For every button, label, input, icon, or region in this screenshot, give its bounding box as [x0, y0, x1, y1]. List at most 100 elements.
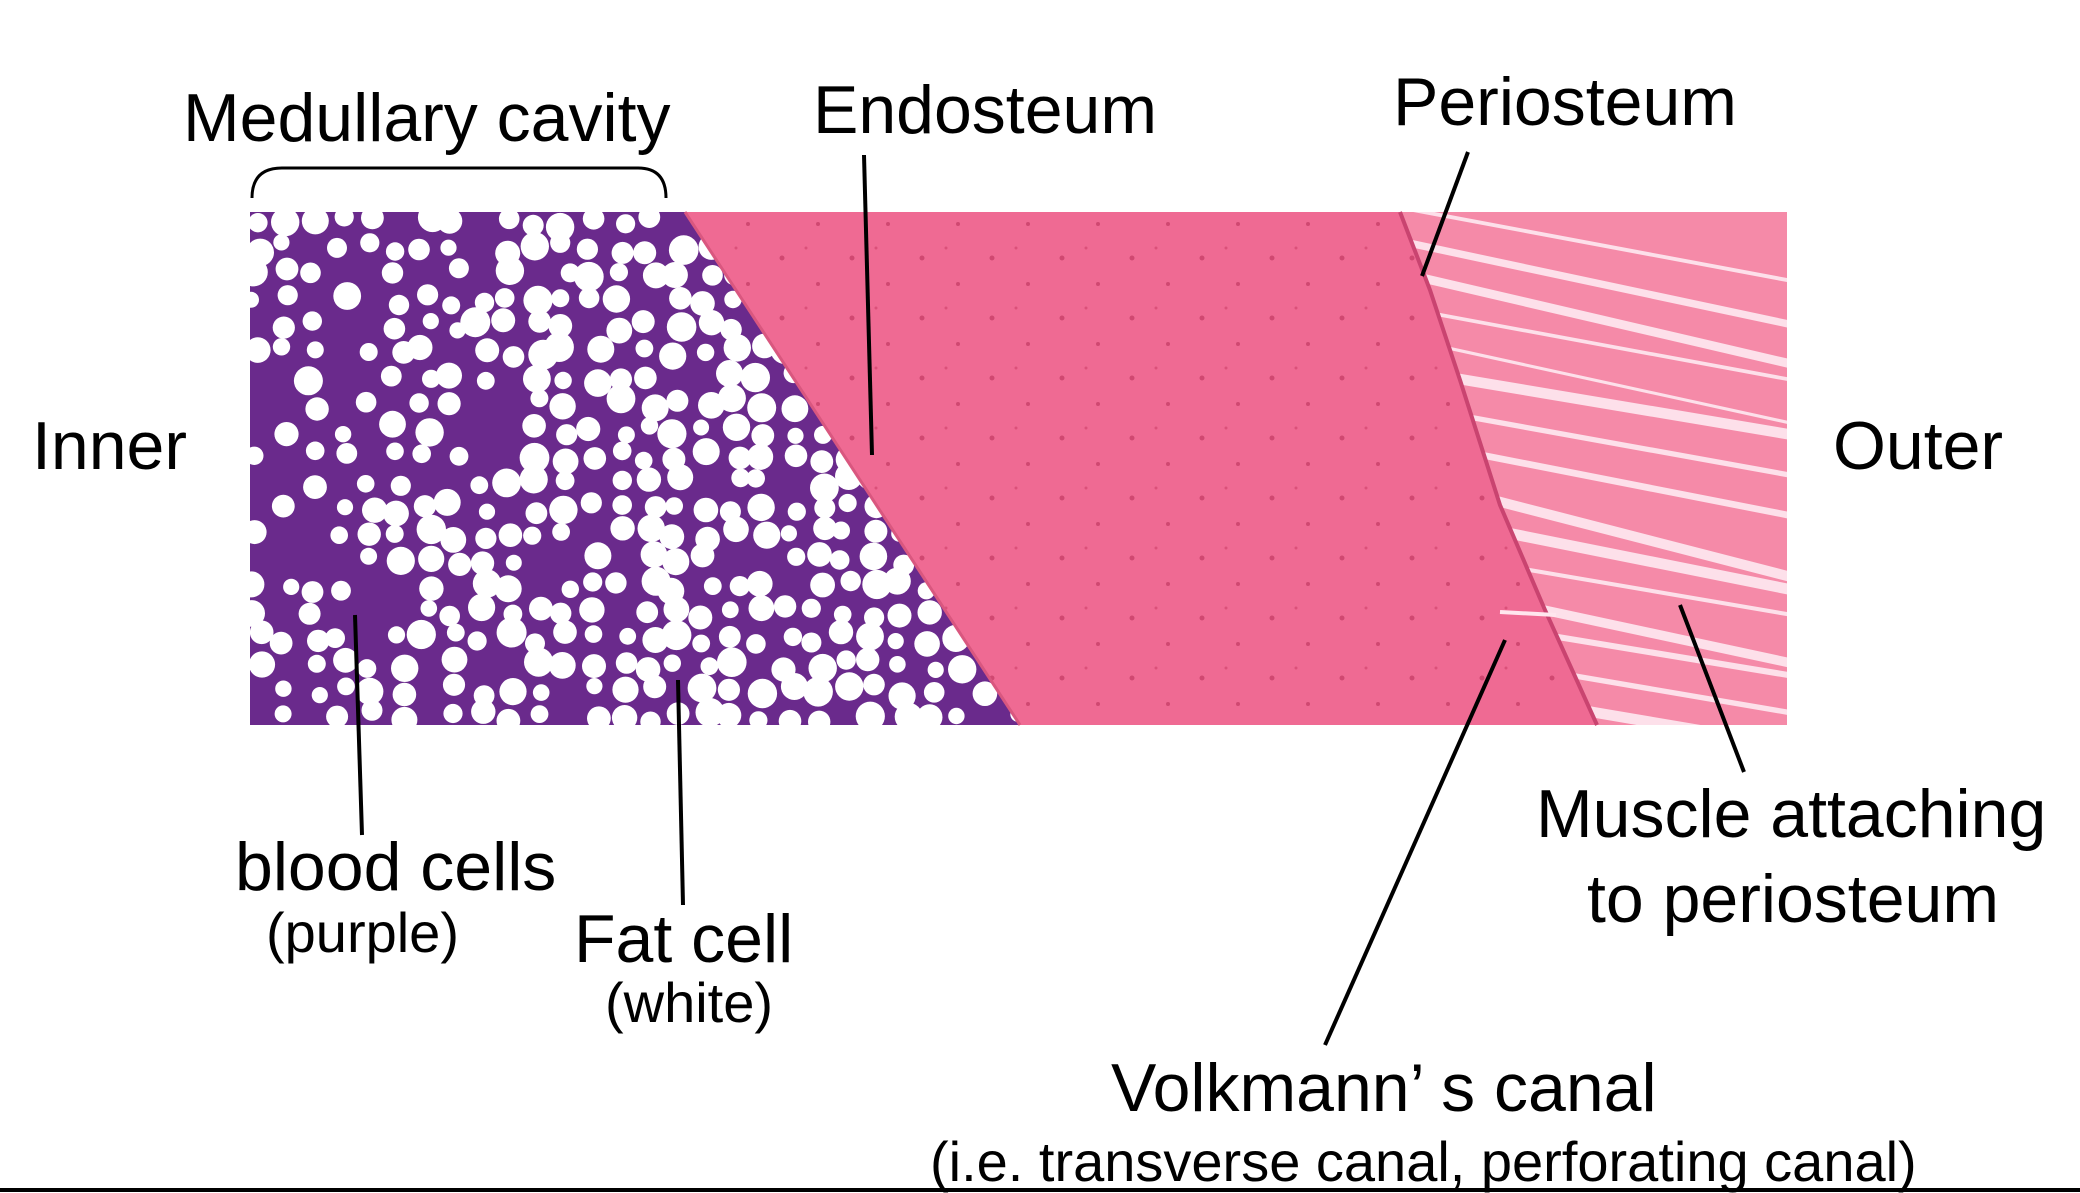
fat-cell-blob: [407, 334, 433, 361]
fat-cell-blob: [693, 419, 710, 436]
fat-cell-blob: [360, 547, 378, 565]
fat-cell-blob: [587, 335, 615, 363]
muscle-fiber-streak: [1408, 307, 1787, 382]
fat-cell-blob: [716, 702, 742, 725]
fat-cell-blob: [801, 598, 821, 618]
fat-cell-blob: [716, 360, 743, 387]
fat-cell-blob: [415, 418, 444, 447]
fat-cell-blob: [657, 419, 687, 449]
fat-cell-blob: [807, 542, 832, 567]
fat-cell-blob: [663, 596, 690, 623]
fat-cell-blob: [494, 575, 522, 603]
fat-cell-blob: [863, 673, 885, 696]
fat-cell-blob: [439, 605, 461, 627]
fat-cell-blob: [532, 684, 550, 701]
fat-cell-blob: [829, 550, 850, 570]
fat-cell-blob: [835, 672, 864, 701]
muscle-fiber-streak: [1404, 365, 1787, 440]
fat-cell-blob: [643, 675, 667, 699]
fat-cell-blob: [747, 393, 777, 423]
fat-cell-blob: [441, 646, 468, 673]
fat-cell-blob: [612, 470, 632, 491]
fat-cell-blob: [496, 617, 527, 648]
fat-cell-blob: [275, 257, 299, 281]
periosteum-boundary: [1398, 211, 1599, 726]
fat-cell-blob: [808, 653, 837, 683]
fat-cell-blob: [250, 213, 268, 233]
fat-cell-blob: [746, 570, 773, 597]
fat-cell-blob: [787, 502, 806, 521]
fat-cell-blob: [555, 471, 575, 491]
fat-cell-blob: [636, 601, 659, 624]
fat-cell-blob: [545, 212, 575, 242]
fat-cell-blob: [271, 494, 295, 518]
periosteum-pointer: [1420, 151, 1470, 277]
volkmanns-canal-note: (i.e. transverse canal, perforating cana…: [930, 1130, 1917, 1193]
endosteum-label: Endosteum: [813, 72, 1157, 148]
fat-cell-blob: [422, 313, 439, 330]
fat-cell-blob: [250, 446, 264, 465]
muscle-pointer: [1678, 604, 1746, 773]
fat-cell-blob: [269, 631, 293, 655]
fat-cell-blob: [856, 647, 880, 672]
volkmanns-canal-label: Volkmann’ s canal: [1111, 1050, 1657, 1126]
fat-cell-blob: [666, 389, 689, 412]
fat-cell-blob: [524, 647, 554, 677]
fat-cell-blob: [467, 631, 487, 651]
medullary-cavity-bracket: [250, 166, 668, 199]
fat-cell-blob: [522, 214, 544, 236]
fat-cell-blob: [519, 465, 548, 494]
fat-cell-blob: [530, 705, 549, 723]
fat-cell-blob: [840, 570, 861, 592]
fat-cell-blob: [433, 488, 461, 516]
fat-cell-blob: [640, 417, 659, 435]
fat-cell-blob: [703, 577, 722, 595]
fat-cell-blob: [633, 241, 657, 265]
fat-cell-blob: [391, 654, 419, 682]
fat-cell-blob: [606, 384, 636, 414]
fat-cell-blob: [305, 397, 329, 421]
fat-cell-blob: [293, 366, 323, 396]
endosteum-pointer: [862, 154, 874, 456]
fat-cell-blob: [325, 628, 345, 648]
fat-cell-blob: [810, 450, 834, 473]
fat-cell-blob: [668, 235, 699, 265]
muscle-fiber-streak: [1408, 338, 1787, 425]
fat-cell-blob: [693, 497, 719, 523]
fat-cell-blob: [446, 623, 465, 642]
fat-cell-blob: [528, 310, 551, 333]
fat-cell-blob: [828, 619, 854, 645]
fat-cell-blob: [640, 711, 661, 725]
blood-cells-note: (purple): [266, 901, 459, 964]
fat-cell-blob: [864, 519, 888, 543]
fat-cell-blob: [584, 625, 603, 643]
fat-cell-blob: [419, 576, 444, 601]
fat-cell-blob: [418, 545, 445, 573]
fat-cell-blob: [406, 619, 436, 650]
fat-cell-blob: [665, 497, 683, 515]
outer-label: Outer: [1833, 408, 2004, 484]
fat-cell-blob: [443, 703, 463, 724]
fat-cell-blob: [615, 652, 638, 674]
fat-cell-blob: [548, 314, 573, 338]
fat-cell-blob: [889, 656, 906, 673]
fat-cell-blob: [470, 476, 489, 495]
fat-cell-blob: [644, 496, 667, 518]
fat-cell-blob: [659, 342, 687, 370]
fat-cell-blob: [327, 237, 347, 258]
fat-cell-blob: [808, 710, 831, 725]
fat-cell-blob: [442, 296, 461, 315]
fat-cell-blob: [582, 212, 605, 230]
fat-cell-blob: [888, 682, 916, 710]
fat-cell-blob: [746, 469, 765, 488]
fat-cell-pointer: [676, 679, 685, 906]
fat-cell-blob: [520, 232, 549, 261]
fat-cell-blob: [584, 542, 612, 570]
fat-cell-blob: [556, 424, 578, 446]
fat-cell-blob: [476, 371, 495, 390]
fat-cell-blob: [747, 678, 778, 709]
fat-cell-blob: [283, 578, 300, 596]
fat-cell-blob: [272, 338, 291, 356]
fat-cell-blob: [472, 569, 502, 598]
